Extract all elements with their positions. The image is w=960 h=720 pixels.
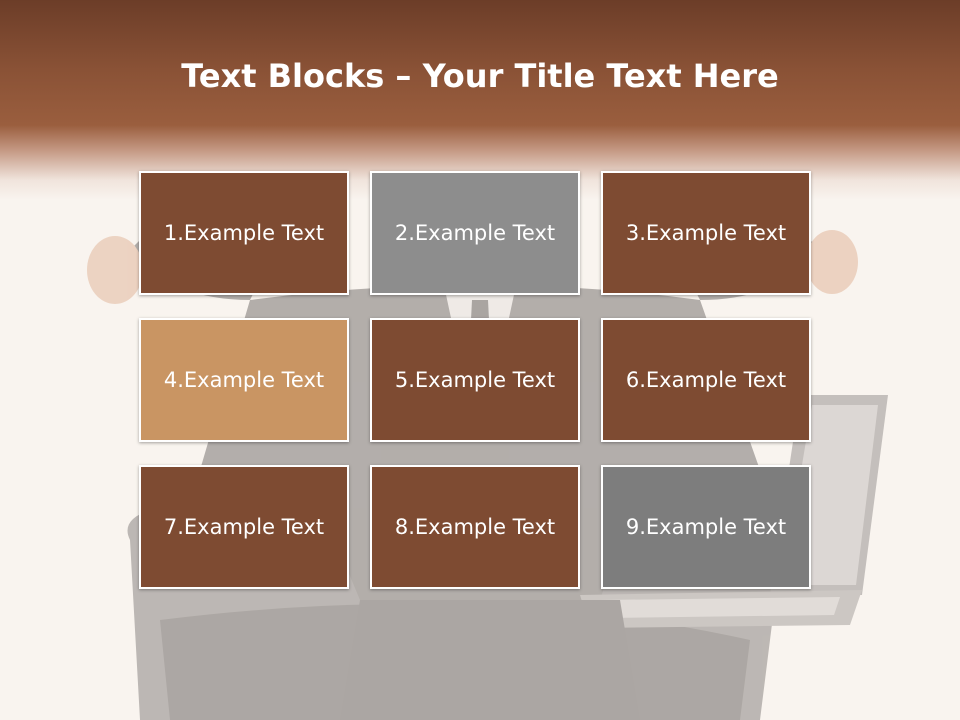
text-block-label: 7.Example Text: [163, 515, 325, 539]
slide-title: Text Blocks – Your Title Text Here: [0, 56, 960, 96]
text-block-label: 5.Example Text: [394, 368, 556, 392]
text-block-label: 4.Example Text: [163, 368, 325, 392]
text-block-label: 8.Example Text: [394, 515, 556, 539]
text-block-8[interactable]: 8.Example Text: [370, 465, 580, 589]
text-block-4[interactable]: 4.Example Text: [139, 318, 349, 442]
text-block-5[interactable]: 5.Example Text: [370, 318, 580, 442]
title-bold-part: Text Blocks: [181, 57, 385, 95]
header-band: [0, 0, 960, 200]
text-block-label: 2.Example Text: [394, 221, 556, 245]
text-block-1[interactable]: 1.Example Text: [139, 171, 349, 295]
text-block-6[interactable]: 6.Example Text: [601, 318, 811, 442]
text-block-label: 6.Example Text: [625, 368, 787, 392]
text-block-label: 9.Example Text: [625, 515, 787, 539]
text-block-7[interactable]: 7.Example Text: [139, 465, 349, 589]
text-block-label: 1.Example Text: [163, 221, 325, 245]
text-block-3[interactable]: 3.Example Text: [601, 171, 811, 295]
text-block-2[interactable]: 2.Example Text: [370, 171, 580, 295]
text-block-9[interactable]: 9.Example Text: [601, 465, 811, 589]
title-rest: – Your Title Text Here: [384, 57, 779, 95]
text-block-label: 3.Example Text: [625, 221, 787, 245]
